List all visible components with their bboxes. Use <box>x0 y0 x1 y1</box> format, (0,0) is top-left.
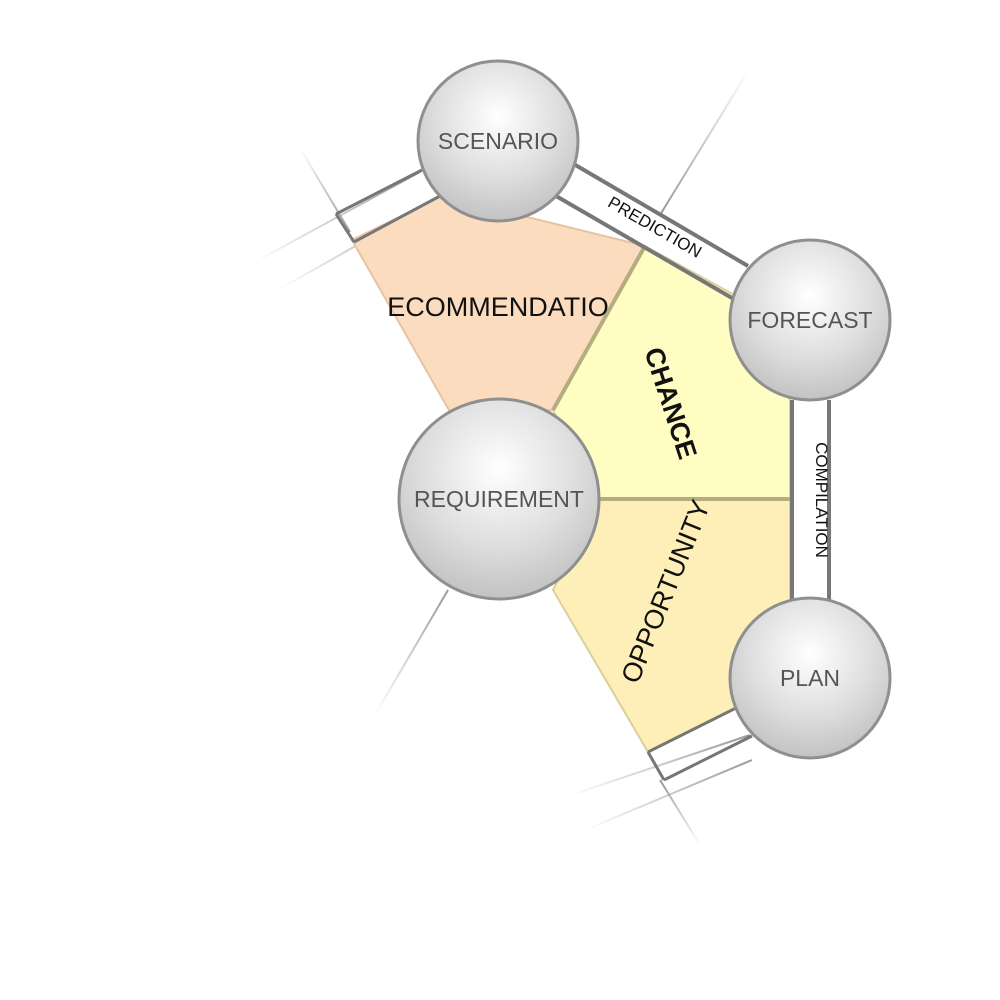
node-label-scenario: SCENARIO <box>438 128 558 154</box>
connector-compilation <box>790 400 831 600</box>
node-label-forecast: FORECAST <box>747 307 872 333</box>
region-label-recommendation: ECOMMENDATIO <box>387 292 609 322</box>
region-divider-upper <box>551 245 647 411</box>
connector-plan-bottom <box>646 706 753 782</box>
node-requirement: REQUIREMENT <box>397 397 601 601</box>
link-label-compilation: COMPILATION <box>812 442 831 558</box>
guide-line-lower-right-a <box>567 734 751 797</box>
node-plan: PLAN <box>728 596 892 760</box>
guide-line-upper-left-c <box>299 147 351 233</box>
connector-prediction <box>554 161 750 300</box>
guide-line-lower-left <box>374 589 449 716</box>
node-label-plan: PLAN <box>780 665 840 691</box>
guide-line-upper-right <box>659 67 751 216</box>
guide-line-lower-right-c <box>659 779 701 846</box>
node-label-requirement: REQUIREMENT <box>414 486 584 512</box>
connector-scenario-left <box>334 168 441 244</box>
node-forecast: FORECAST <box>728 238 892 402</box>
node-scenario: SCENARIO <box>416 59 580 223</box>
